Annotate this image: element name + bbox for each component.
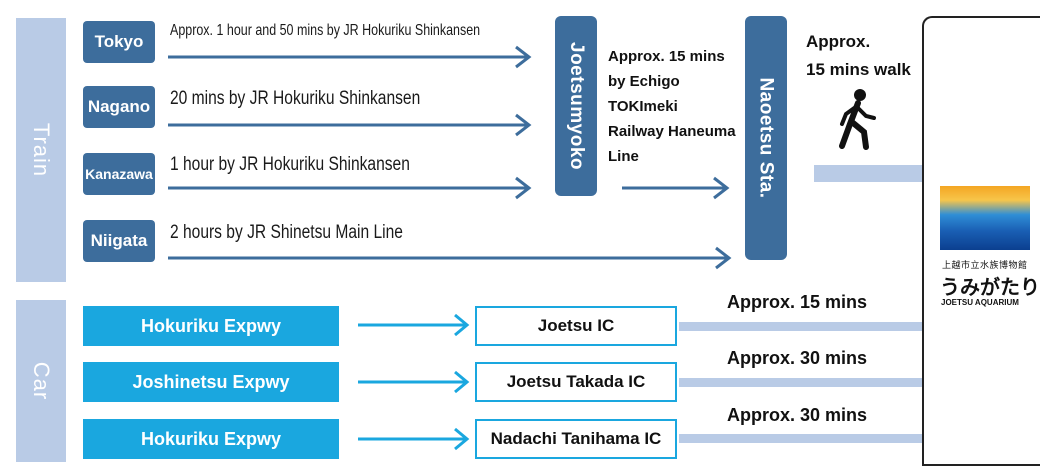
destination-jp-small: 上越市立水族博物館 xyxy=(942,260,1028,270)
walk-line-2: 15 mins walk xyxy=(806,60,911,79)
arrow-tokyo-head xyxy=(515,45,532,69)
car-connector-bar-3 xyxy=(679,434,924,443)
car-connector-bar-2 xyxy=(679,378,924,387)
arrow-transfer-head xyxy=(713,176,730,200)
interchange-2: Joetsu Takada IC xyxy=(475,362,677,402)
station-joetsumyoko: Joetsumyoko xyxy=(555,16,597,196)
route-niigata: 2 hours by JR Shinetsu Main Line xyxy=(170,222,403,243)
city-kanazawa: Kanazawa xyxy=(83,153,155,195)
transfer-route-line-2: by Echigo TOKImeki xyxy=(608,73,680,115)
walk-line-1: Approx. xyxy=(806,32,871,51)
car-time-2: Approx. 30 mins xyxy=(727,348,868,368)
walking-person-icon xyxy=(839,89,876,150)
walk-note: Approx. 15 mins walk xyxy=(806,28,911,84)
station-naoetsu: Naoetsu Sta. xyxy=(745,16,787,260)
car-connector-bar-1 xyxy=(679,322,924,331)
transfer-route-note: Approx. 15 mins by Echigo TOKImeki Railw… xyxy=(608,44,748,169)
arrow-nagano-head xyxy=(515,113,532,137)
arrow-car-1-head xyxy=(454,313,470,337)
route-kanazawa: 1 hour by JR Hokuriku Shinkansen xyxy=(170,154,410,175)
car-time-3: Approx. 30 mins xyxy=(727,405,868,425)
car-section-band: Car xyxy=(16,300,66,462)
destination-en: JOETSU AQUARIUM xyxy=(941,298,1019,307)
city-tokyo: Tokyo xyxy=(83,21,155,63)
expressway-2: Joshinetsu Expwy xyxy=(83,362,339,402)
car-time-1: Approx. 15 mins xyxy=(727,292,868,312)
train-section-band: Train xyxy=(16,18,66,282)
station-naoetsu-label: Naoetsu Sta. xyxy=(756,77,777,199)
arrow-niigata-head xyxy=(715,246,732,270)
destination-jp-large: うみがたり xyxy=(940,277,1040,299)
city-niigata: Niigata xyxy=(83,220,155,262)
interchange-1: Joetsu IC xyxy=(475,306,677,346)
expressway-1: Hokuriku Expwy xyxy=(83,306,339,346)
route-nagano: 20 mins by JR Hokuriku Shinkansen xyxy=(170,88,421,109)
expressway-3: Hokuriku Expwy xyxy=(83,419,339,459)
transfer-route-line-3: Railway Haneuma xyxy=(608,123,736,140)
transfer-route-line-4: Line xyxy=(608,148,639,165)
arrow-car-2-head xyxy=(454,370,470,394)
transfer-route-line-1: Approx. 15 mins xyxy=(608,48,725,65)
walk-connector-bar xyxy=(814,165,924,182)
city-nagano: Nagano xyxy=(83,86,155,128)
aquarium-logo-icon xyxy=(940,186,1030,250)
arrow-car-3-head xyxy=(454,427,470,451)
interchange-3: Nadachi Tanihama IC xyxy=(475,419,677,459)
arrow-kanazawa-head xyxy=(515,176,532,200)
station-joetsumyoko-label: Joetsumyoko xyxy=(566,42,588,170)
route-tokyo: Approx. 1 hour and 50 mins by JR Hokurik… xyxy=(170,22,481,39)
